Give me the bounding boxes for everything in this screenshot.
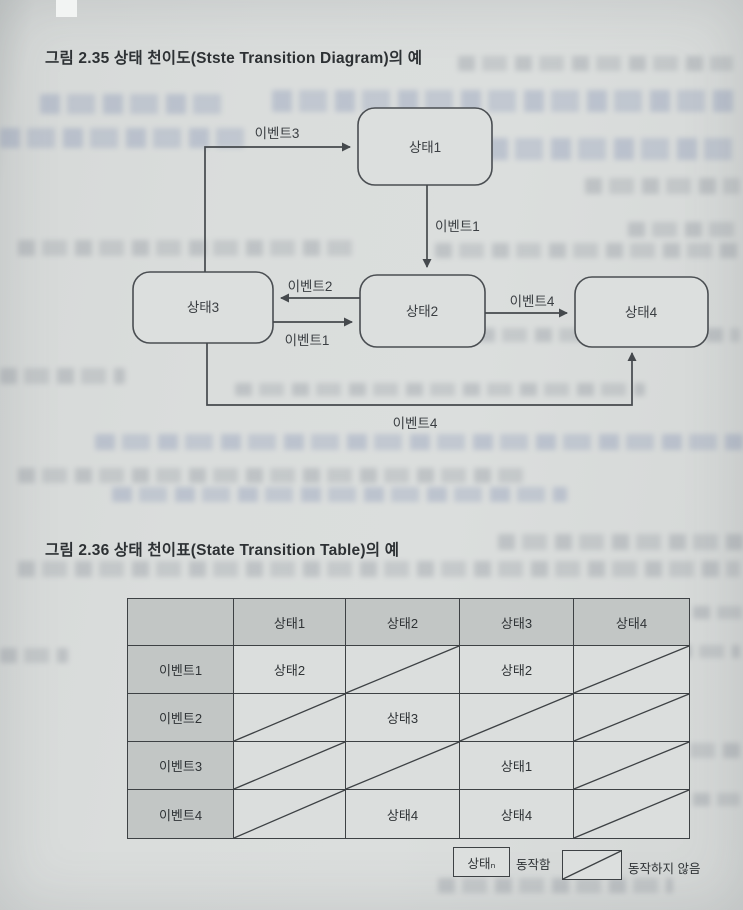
row-header-event2: 이벤트2 [128, 694, 234, 742]
table-cell [346, 646, 460, 694]
state-node-1 [357, 107, 493, 186]
transition-label-event3: 이벤트3 [255, 126, 300, 141]
row-header-event4: 이벤트4 [128, 790, 234, 838]
transition-label-event4b: 이벤트4 [393, 416, 438, 431]
table-cell [234, 742, 346, 790]
state-node-2-label: 상태2 [406, 304, 438, 319]
row-header-event3: 이벤트3 [128, 742, 234, 790]
bleedthrough-text-ghost [95, 434, 743, 450]
table-cell [346, 742, 460, 790]
table-cell: 상태4 [460, 790, 574, 838]
table-cell: 상태2 [234, 646, 346, 694]
bleedthrough-text-ghost [18, 240, 353, 256]
legend-no-action-box [562, 850, 622, 880]
table-cell: 상태2 [460, 646, 574, 694]
table-cell [234, 790, 346, 838]
bleedthrough-text-ghost [112, 487, 567, 502]
table-cell [574, 694, 689, 742]
bleedthrough-text-ghost [693, 606, 743, 619]
page-edge-notch [56, 0, 77, 17]
bleedthrough-text-ghost [0, 368, 125, 384]
state-transition-diagram: 상태1 상태3 상태2 상태4 이벤트3 이벤트1 이벤트2 이벤트1 이벤트4… [132, 107, 709, 431]
table-cell [574, 790, 689, 838]
figure-2-36-title: 그림 2.36 상태 천이표(State Transition Table)의 … [45, 542, 400, 559]
transition-label-event1b: 이벤트1 [285, 333, 330, 348]
bleedthrough-text-ghost [425, 138, 740, 160]
bleedthrough-text-ghost [0, 128, 245, 148]
table-cell: 상태4 [346, 790, 460, 838]
col-header-state4: 상태4 [574, 599, 689, 646]
bleedthrough-text-ghost [438, 878, 673, 893]
arrow-event4-state3-to-state4 [206, 343, 637, 406]
table-cell [234, 694, 346, 742]
legend-action-label: 동작함 [516, 858, 551, 872]
table-cell [574, 742, 689, 790]
legend-state-box-label: 상태ₙ [467, 856, 496, 871]
bleedthrough-text-ghost [585, 178, 740, 194]
bleedthrough-text-ghost [272, 90, 737, 112]
arrow-event3-state3-to-state1 [204, 142, 351, 272]
bleedthrough-text-ghost [18, 561, 740, 577]
bleedthrough-text-ghost [235, 383, 645, 396]
diagonal-line-icon [563, 851, 621, 879]
bleedthrough-text-ghost [435, 243, 740, 258]
table-cell [574, 646, 689, 694]
transition-label-event1: 이벤트1 [435, 219, 480, 234]
bleedthrough-text-ghost [628, 222, 740, 237]
bleedthrough-text-ghost [458, 56, 733, 71]
table-cell [460, 694, 574, 742]
legend-state-box: 상태ₙ [453, 847, 510, 877]
state-node-3-label: 상태3 [187, 300, 219, 315]
col-header-state2: 상태2 [346, 599, 460, 646]
state-transition-table: 상태1 상태2 상태3 상태4 이벤트1 상태2 상태2 이벤트2 상태3 이벤… [127, 598, 690, 839]
table-cell: 상태1 [460, 742, 574, 790]
col-header-state3: 상태3 [460, 599, 574, 646]
transition-label-event2: 이벤트2 [288, 279, 333, 294]
state-node-4 [574, 276, 709, 348]
transition-label-event4: 이벤트4 [510, 294, 555, 309]
table-cell: 상태3 [346, 694, 460, 742]
bleedthrough-text-ghost [18, 468, 523, 483]
legend-no-action-label: 동작하지 않음 [628, 862, 701, 876]
state-node-3 [132, 271, 274, 344]
state-node-1-label: 상태1 [409, 140, 441, 155]
bleedthrough-text-ghost [0, 648, 68, 663]
figure-2-35-title: 그림 2.35 상태 천이도(Stste Transition Diagram)… [45, 50, 423, 67]
row-header-event1: 이벤트1 [128, 646, 234, 694]
state-node-4-label: 상태4 [625, 305, 658, 320]
state-node-2 [359, 274, 486, 348]
bleedthrough-text-ghost [40, 94, 225, 114]
col-header-state1: 상태1 [234, 599, 346, 646]
table-corner-cell [128, 599, 234, 646]
bleedthrough-text-ghost [498, 534, 743, 550]
